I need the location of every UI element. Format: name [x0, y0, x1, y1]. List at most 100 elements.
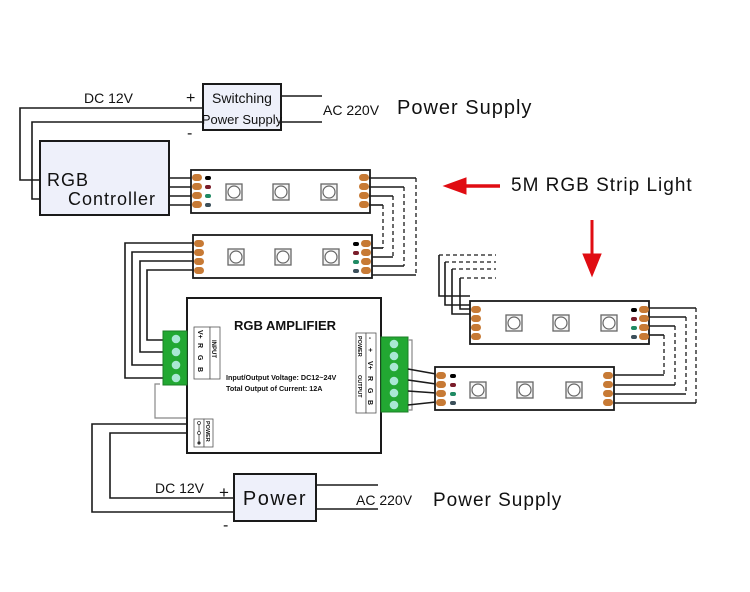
out-wire [407, 379, 437, 385]
power-in-header: POWER [204, 421, 210, 442]
dot-red [631, 317, 637, 321]
amp-input-wire [146, 269, 194, 341]
dot-blue [450, 401, 456, 405]
dot-black [353, 242, 359, 246]
power-in-label: POWER [193, 418, 214, 448]
output-terminal-block [380, 336, 413, 413]
minus-sign: - [223, 517, 228, 534]
controller-label-rgb: RGB [47, 170, 89, 190]
pad [436, 390, 446, 397]
pad [603, 399, 613, 406]
rgb-controller-box [39, 140, 170, 216]
dc-negative-wire [31, 121, 203, 200]
pad [192, 192, 202, 199]
pad [361, 258, 371, 265]
pad [359, 174, 369, 181]
switching-label: Switching [212, 90, 272, 106]
led-chip [469, 381, 487, 399]
pad [361, 249, 371, 256]
pad [639, 324, 649, 331]
led-chip [505, 314, 523, 332]
power-supply-caption: Power Supply [397, 97, 532, 119]
power-box [233, 473, 317, 522]
output-pin-label: POWER OUTPUT - + V+ R G B [355, 332, 377, 414]
pad [603, 390, 613, 397]
amplifier-title: RGB AMPLIFIER [234, 318, 337, 333]
led-strip-3 [469, 300, 650, 345]
bottom-negative-wire [91, 423, 234, 513]
arrow-left-icon [442, 177, 467, 195]
pad [436, 372, 446, 379]
out-wire [407, 401, 437, 406]
dc-positive-wire [19, 107, 203, 181]
dot-green [450, 392, 456, 396]
dot-black [450, 374, 456, 378]
input-terminal-block [162, 330, 188, 386]
rgb-amplifier: RGB AMPLIFIER Input/Output Voltage: DC12… [186, 297, 382, 454]
dot-red [450, 383, 456, 387]
pad [639, 306, 649, 313]
led-chip [227, 248, 245, 266]
pad [192, 201, 202, 208]
dot-blue [353, 269, 359, 273]
led-chip [516, 381, 534, 399]
switching-power-supply: Switching Power Supply AC 220V Power Sup… [84, 83, 532, 142]
pad [639, 315, 649, 322]
led-strip-4 [434, 366, 615, 411]
pad [361, 240, 371, 247]
pad [361, 267, 371, 274]
ac-220v-label: AC 220V [323, 102, 380, 118]
pin-label: G [196, 355, 203, 361]
amplifier-spec-voltage: Input/Output Voltage: DC12~24V [226, 373, 336, 382]
amp-input-wire [124, 242, 194, 379]
strip3-wire [444, 262, 470, 306]
led-chip [274, 248, 292, 266]
led-chip [565, 381, 583, 399]
input-pin-label: INPUT V+ R G B [193, 326, 221, 380]
dot-blue [205, 203, 211, 207]
amp-input-wire [131, 251, 194, 366]
power-supply-label: Power Supply [202, 112, 283, 127]
bottom-power-supply: Power AC 220V Power Supply DC 12V + - [155, 473, 562, 534]
out-wire [407, 390, 437, 394]
strip3-wire [451, 269, 470, 315]
pad [359, 201, 369, 208]
pad [194, 267, 204, 274]
dot-red [205, 185, 211, 189]
led-chip [272, 183, 290, 201]
dot-red [353, 251, 359, 255]
controller-label-controller: Controller [68, 189, 156, 209]
switching-power-supply-box [202, 83, 282, 131]
pad [436, 381, 446, 388]
led-chip [600, 314, 618, 332]
power-label: Power [243, 488, 307, 510]
pin-label: V+ [366, 361, 373, 370]
led-chip [320, 183, 338, 201]
pin-label: V+ [196, 330, 203, 339]
dot-black [205, 176, 211, 180]
strip-2-body [192, 234, 373, 279]
pin-label: - [366, 337, 373, 340]
amplifier-spec-current: Total Output of Current: 12A [226, 384, 323, 393]
dot-green [631, 326, 637, 330]
pad [471, 333, 481, 340]
pin-label: B [366, 400, 373, 405]
led-chip [225, 183, 243, 201]
pad [603, 381, 613, 388]
strip-light-callout: 5M RGB Strip Light [442, 175, 693, 278]
led-strip-2 [192, 234, 373, 279]
mount-tab-outline [154, 383, 186, 419]
pad [194, 240, 204, 247]
pad [471, 306, 481, 313]
strip-light-label: 5M RGB Strip Light [511, 175, 693, 196]
pin-label: B [196, 367, 203, 372]
power-supply-caption: Power Supply [433, 490, 562, 511]
led-chip [322, 248, 340, 266]
led-chip [552, 314, 570, 332]
pad [192, 183, 202, 190]
ac-220v-label: AC 220V [356, 492, 413, 508]
led-strip-1 [190, 169, 371, 214]
bottom-positive-wire [109, 432, 234, 499]
power-header: POWER [356, 336, 362, 357]
